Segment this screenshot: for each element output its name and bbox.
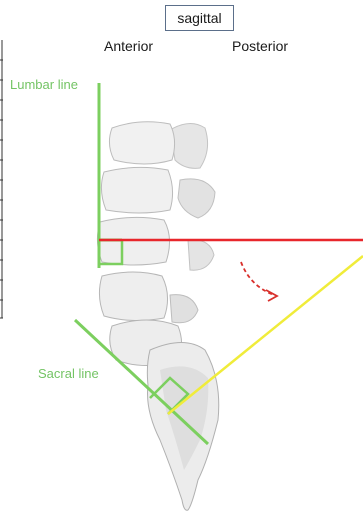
vertebra-l1: [109, 122, 174, 164]
posterior-label: Posterior: [232, 38, 288, 54]
spine-render: [97, 122, 218, 511]
sacral-line-label: Sacral line: [38, 366, 99, 381]
perpendicular-line: [168, 256, 363, 414]
spinous-process: [170, 295, 198, 323]
rotation-arrow-icon: [241, 262, 277, 301]
vertebra-l2: [101, 167, 172, 213]
view-label: sagittal: [165, 5, 234, 31]
anterior-label: Anterior: [104, 38, 153, 54]
lumbar-line-label: Lumbar line: [10, 77, 78, 92]
spinous-process: [188, 240, 214, 270]
spinous-process: [178, 179, 215, 218]
ruler-fragment: [0, 40, 3, 318]
spinous-process: [170, 123, 208, 168]
vertebra-l4: [99, 272, 167, 321]
